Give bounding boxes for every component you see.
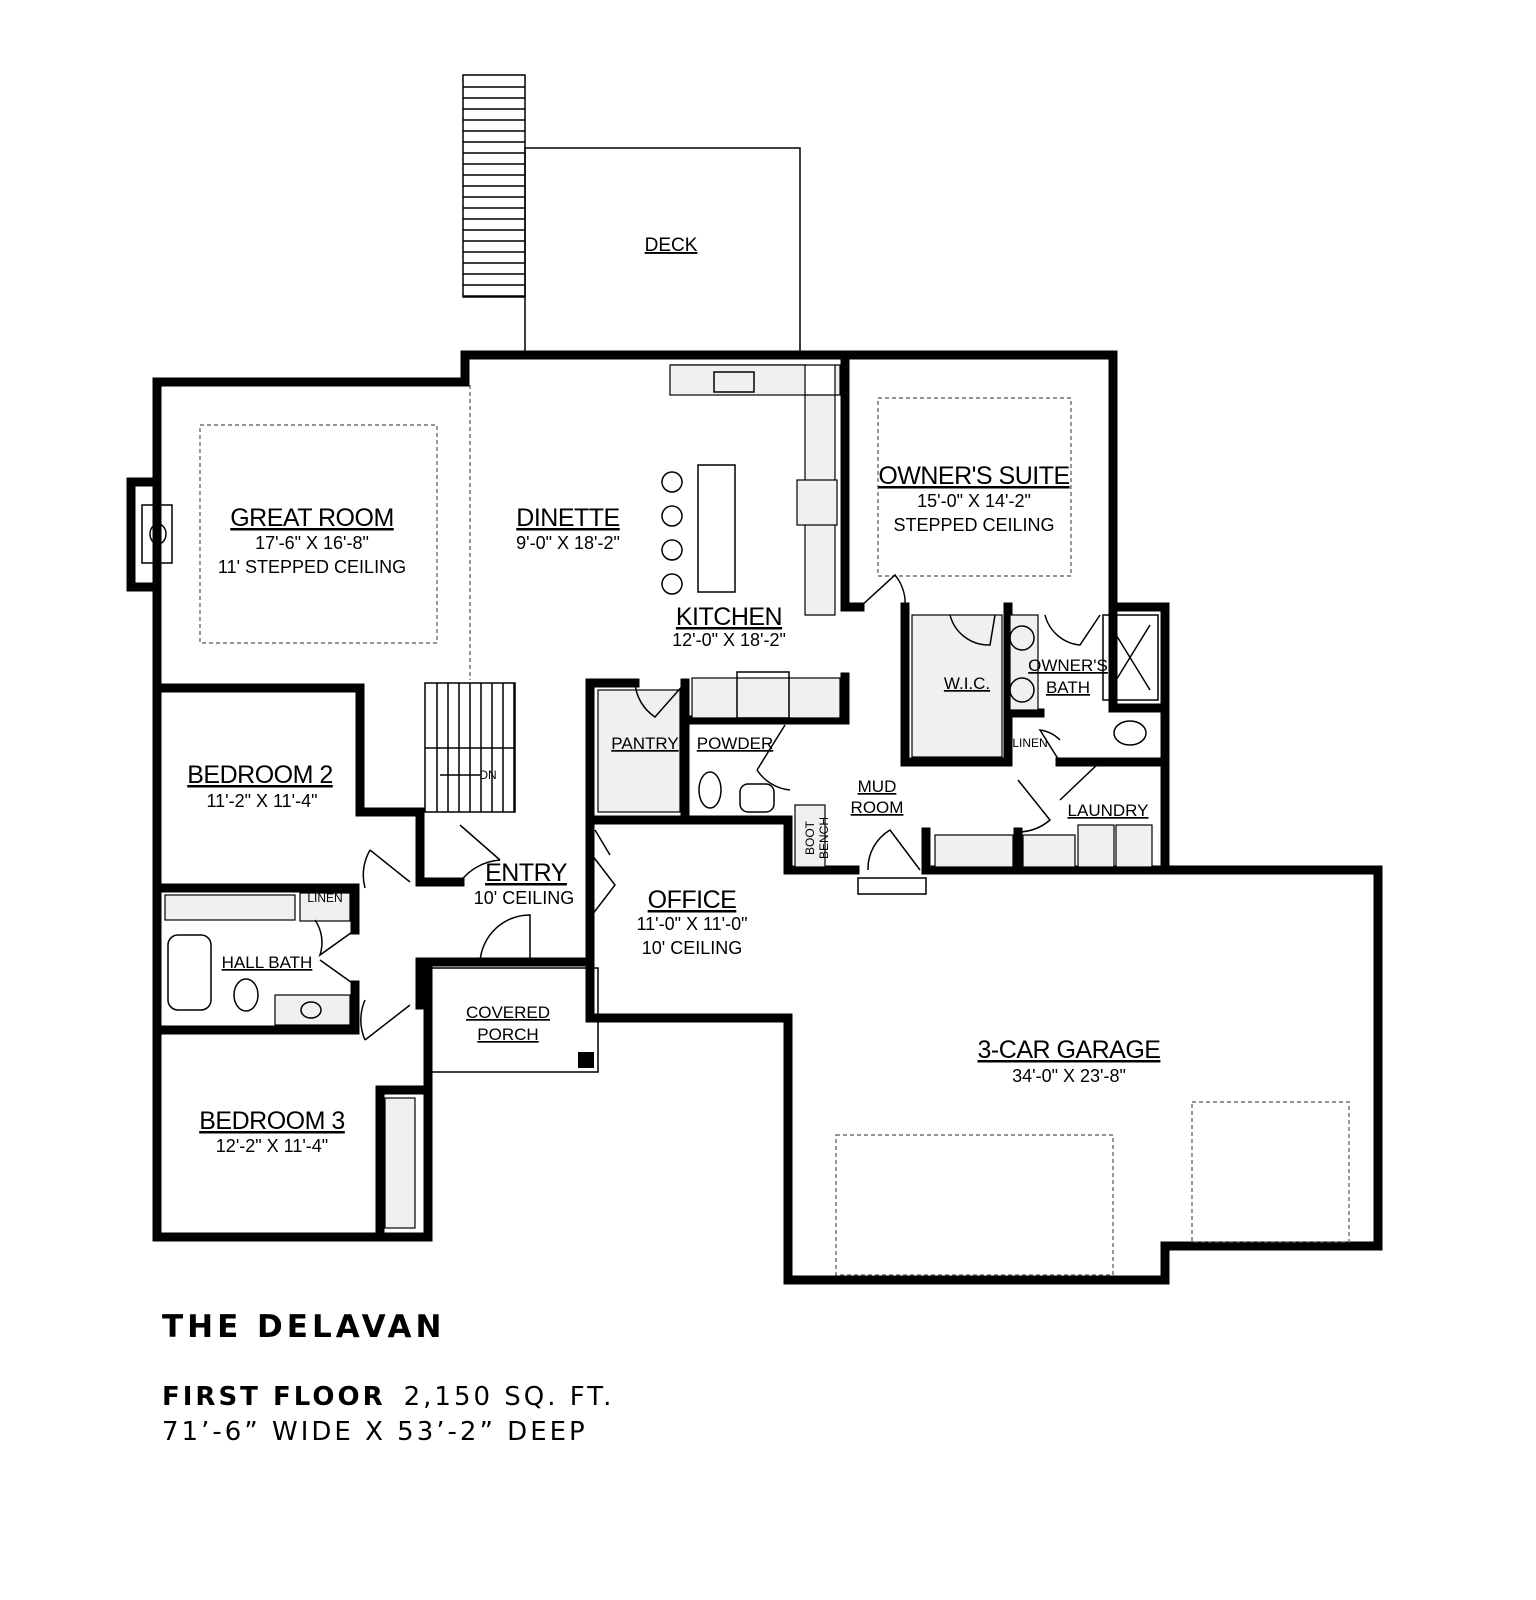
covered-porch-label-2: PORCH (477, 1025, 538, 1044)
great-room-size: 17'-6" X 16'-8" (255, 533, 369, 553)
bar-stool (661, 471, 683, 493)
office-note: 10' CEILING (642, 938, 742, 958)
powder-label: POWDER (697, 734, 774, 753)
great-room-label: GREAT ROOM (230, 504, 394, 532)
office-size: 11'-0" X 11'-0" (636, 914, 747, 934)
owners-suite-note: STEPPED CEILING (893, 515, 1054, 535)
dinette-label: DINETTE (516, 504, 619, 532)
hall-linen-label: LINEN (307, 891, 342, 905)
plan-dimensions: 71’-6” WIDE X 53’-2” DEEP (162, 1417, 588, 1447)
bar-stool (661, 539, 683, 561)
plan-info: THE DELAVAN FIRST FLOOR 2,150 SQ. FT. 71’… (162, 1309, 614, 1447)
mud-room-label-1: MUD (858, 777, 897, 796)
deck (462, 74, 801, 356)
interior-walls (152, 350, 1170, 1242)
office-label: OFFICE (648, 886, 737, 914)
entry-label: ENTRY (485, 859, 568, 887)
owner-linen-label: LINEN (1012, 736, 1047, 750)
owners-suite-label: OWNER'S SUITE (878, 462, 1069, 490)
boot-bench-label-2: BENCH (817, 817, 831, 859)
bar-stool (661, 505, 683, 527)
floor-area: 2,150 SQ. FT. (404, 1382, 615, 1412)
entry-note: 10' CEILING (474, 888, 574, 908)
kitchen-label: KITCHEN (676, 603, 782, 631)
room-labels: DECK GREAT ROOM 17'-6" X 16'-8" 11' STEP… (187, 235, 1161, 1156)
laundry-label: LAUNDRY (1068, 801, 1149, 820)
great-room-note: 11' STEPPED CEILING (218, 557, 406, 577)
owners-bath-label-2: BATH (1046, 678, 1090, 697)
bedroom-2-size: 11'-2" X 11'-4" (206, 791, 317, 811)
door-swings (314, 573, 1101, 1041)
covered-porch-label-1: COVERED (466, 1003, 550, 1022)
bedroom-3-size: 12'-2" X 11'-4" (216, 1136, 328, 1156)
hall-bath-label: HALL BATH (222, 953, 313, 972)
wic-label: W.I.C. (944, 674, 990, 693)
owners-bath-label-1: OWNER'S (1028, 656, 1108, 675)
floor-label: FIRST FLOOR (162, 1382, 386, 1412)
interior-stairs (424, 682, 516, 813)
plan-title: THE DELAVAN (162, 1309, 445, 1345)
bedroom-2-label: BEDROOM 2 (187, 761, 333, 789)
fixtures (141, 364, 1159, 1229)
ceiling-outlines (199, 385, 1350, 1276)
bedroom-3-label: BEDROOM 3 (199, 1107, 345, 1135)
mud-room-label-2: ROOM (851, 798, 904, 817)
boot-bench-label-1: BOOT (803, 820, 817, 855)
exterior-walls (126, 350, 1383, 1285)
kitchen-size: 12'-0" X 18'-2" (672, 630, 786, 650)
garage-label: 3-CAR GARAGE (978, 1036, 1161, 1064)
owners-suite-size: 15'-0" X 14'-2" (917, 491, 1031, 511)
deck-label: DECK (645, 235, 698, 256)
stairs-down-label: DN (479, 768, 496, 782)
garage-size: 34'-0" X 23'-8" (1012, 1066, 1126, 1086)
dinette-size: 9'-0" X 18'-2" (516, 533, 620, 553)
bar-stool (661, 573, 683, 595)
pantry-label: PANTRY (611, 734, 678, 753)
